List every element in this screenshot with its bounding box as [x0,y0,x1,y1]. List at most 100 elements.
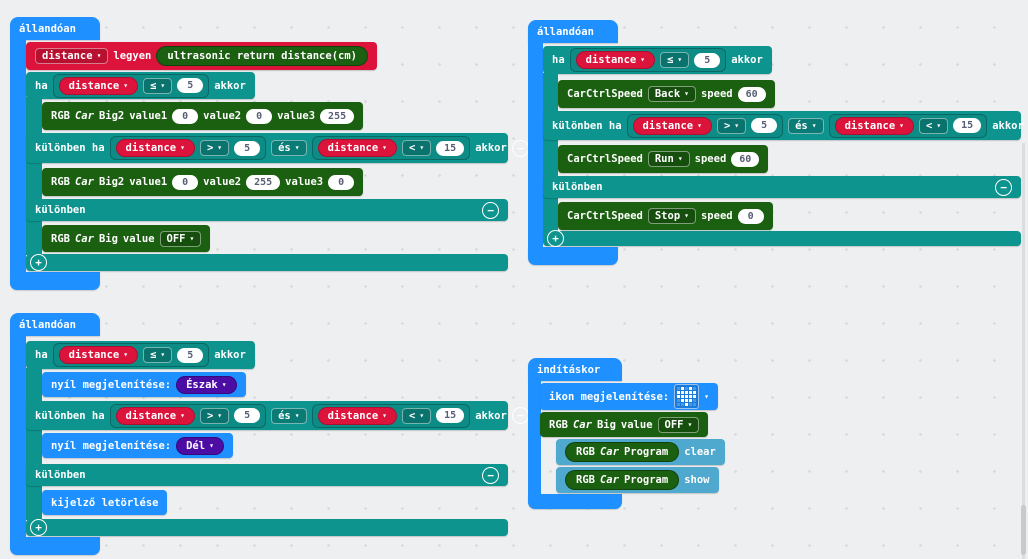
car-direction-dropdown[interactable]: Run▾ [647,151,690,167]
forever-block-hat[interactable]: állandóan [10,313,100,336]
arrow-direction-dropdown[interactable]: Dél▾ [176,436,224,455]
vertical-scrollbar-track[interactable] [1022,143,1025,559]
if-footer-row[interactable]: + [26,254,508,271]
number-input[interactable]: 255 [246,174,281,190]
variable-dropdown[interactable]: distance▾ [115,406,195,425]
number-input[interactable]: 5 [177,347,204,363]
if-footer-row[interactable]: + [543,230,1021,247]
show-icon-block[interactable]: ikon megjelenítése:▾ [540,383,718,410]
and-or-dropdown[interactable]: és▾ [271,407,307,424]
c-block-spine[interactable] [528,379,541,500]
variable-dropdown[interactable]: distance▾ [834,116,914,135]
if-block-spine[interactable] [543,73,558,234]
c-block-spine[interactable] [10,334,26,539]
show-arrow-block[interactable]: nyíl megjelenítése:Észak▾ [42,372,246,397]
variable-dropdown[interactable]: distance▾ [575,51,656,69]
remove-branch-button[interactable]: − [511,407,529,424]
add-branch-button[interactable]: + [547,230,564,247]
number-input[interactable]: 255 [320,108,355,124]
c-block-spine[interactable] [10,38,26,274]
ultrasonic-distance-reporter[interactable]: ultrasonic return distance(cm) [156,46,368,66]
c-block-foot[interactable] [10,272,100,290]
on-start-block-hat[interactable]: indításkor [528,358,622,381]
number-input[interactable]: 0 [246,108,273,124]
if-block-spine[interactable] [26,368,42,520]
operator-dropdown[interactable]: ≤▾ [660,52,690,68]
number-input[interactable]: 5 [694,52,721,68]
show-arrow-block[interactable]: nyíl megjelenítése:Dél▾ [42,433,233,458]
variable-dropdown[interactable]: distance▾ [58,346,139,364]
number-input[interactable]: 0 [172,174,199,190]
car-direction-dropdown[interactable]: Back▾ [647,86,696,102]
variable-dropdown[interactable]: distance▾ [58,76,139,95]
number-input[interactable]: 5 [751,118,778,133]
add-branch-button[interactable]: + [30,519,47,536]
number-input[interactable]: 5 [177,78,204,93]
c-block-foot[interactable] [528,494,622,509]
else-row[interactable]: különben− [543,176,1021,198]
add-branch-button[interactable]: + [30,254,47,271]
number-input[interactable]: 60 [731,151,760,167]
variable-dropdown[interactable]: distance▾ [35,48,109,64]
forever-block-hat[interactable]: állandóan [528,20,618,43]
number-input[interactable]: 0 [172,108,199,124]
number-input[interactable]: 5 [234,140,261,156]
operator-dropdown[interactable]: <▾ [402,140,432,156]
car-direction-dropdown[interactable]: Stop▾ [647,208,696,224]
operator-dropdown[interactable]: >▾ [716,117,747,134]
rgb-off-dropdown[interactable]: OFF▾ [159,230,202,247]
variable-dropdown[interactable]: distance▾ [317,406,397,425]
variable-dropdown[interactable]: distance▾ [632,116,712,135]
remove-branch-button[interactable]: − [482,201,499,219]
arrow-direction-dropdown[interactable]: Észak▾ [176,375,237,394]
number-input[interactable]: 0 [328,174,355,190]
else-row[interactable]: különben− [26,464,508,486]
operator-dropdown[interactable]: <▾ [919,117,949,134]
variable-dropdown[interactable]: distance▾ [115,139,195,157]
number-input[interactable]: 60 [737,86,766,102]
icon-dropdown-caret[interactable]: ▾ [704,391,709,401]
remove-branch-button[interactable]: − [995,178,1012,196]
vertical-scrollbar-thumb[interactable] [1021,505,1026,555]
operator-dropdown[interactable]: >▾ [199,407,230,424]
remove-branch-button[interactable]: − [482,466,499,484]
and-or-dropdown[interactable]: és▾ [788,117,824,134]
number-input[interactable]: 15 [436,408,465,423]
operator-dropdown[interactable]: <▾ [402,407,432,424]
rgb-off-dropdown[interactable]: OFF▾ [657,416,700,433]
c-block-foot[interactable] [10,537,100,555]
operator-dropdown[interactable]: ≤▾ [143,77,173,94]
else-row[interactable]: különben− [26,199,508,221]
variable-dropdown[interactable]: distance▾ [317,139,397,157]
remove-branch-button[interactable]: − [511,139,529,157]
heart-icon[interactable] [674,384,700,409]
operator-dropdown[interactable]: >▾ [199,140,230,156]
c-block-spine[interactable] [528,41,543,249]
and-or-dropdown[interactable]: és▾ [271,140,307,156]
clear-screen-block[interactable]: kijelző letörlése [42,490,168,515]
number-input[interactable]: 0 [737,208,764,224]
if-block-spine[interactable] [26,97,42,255]
if-footer-row[interactable]: + [26,519,508,536]
operator-dropdown[interactable]: ≤▾ [143,347,173,363]
number-input[interactable]: 5 [234,408,261,423]
forever-block-hat[interactable]: állandóan [10,17,100,40]
